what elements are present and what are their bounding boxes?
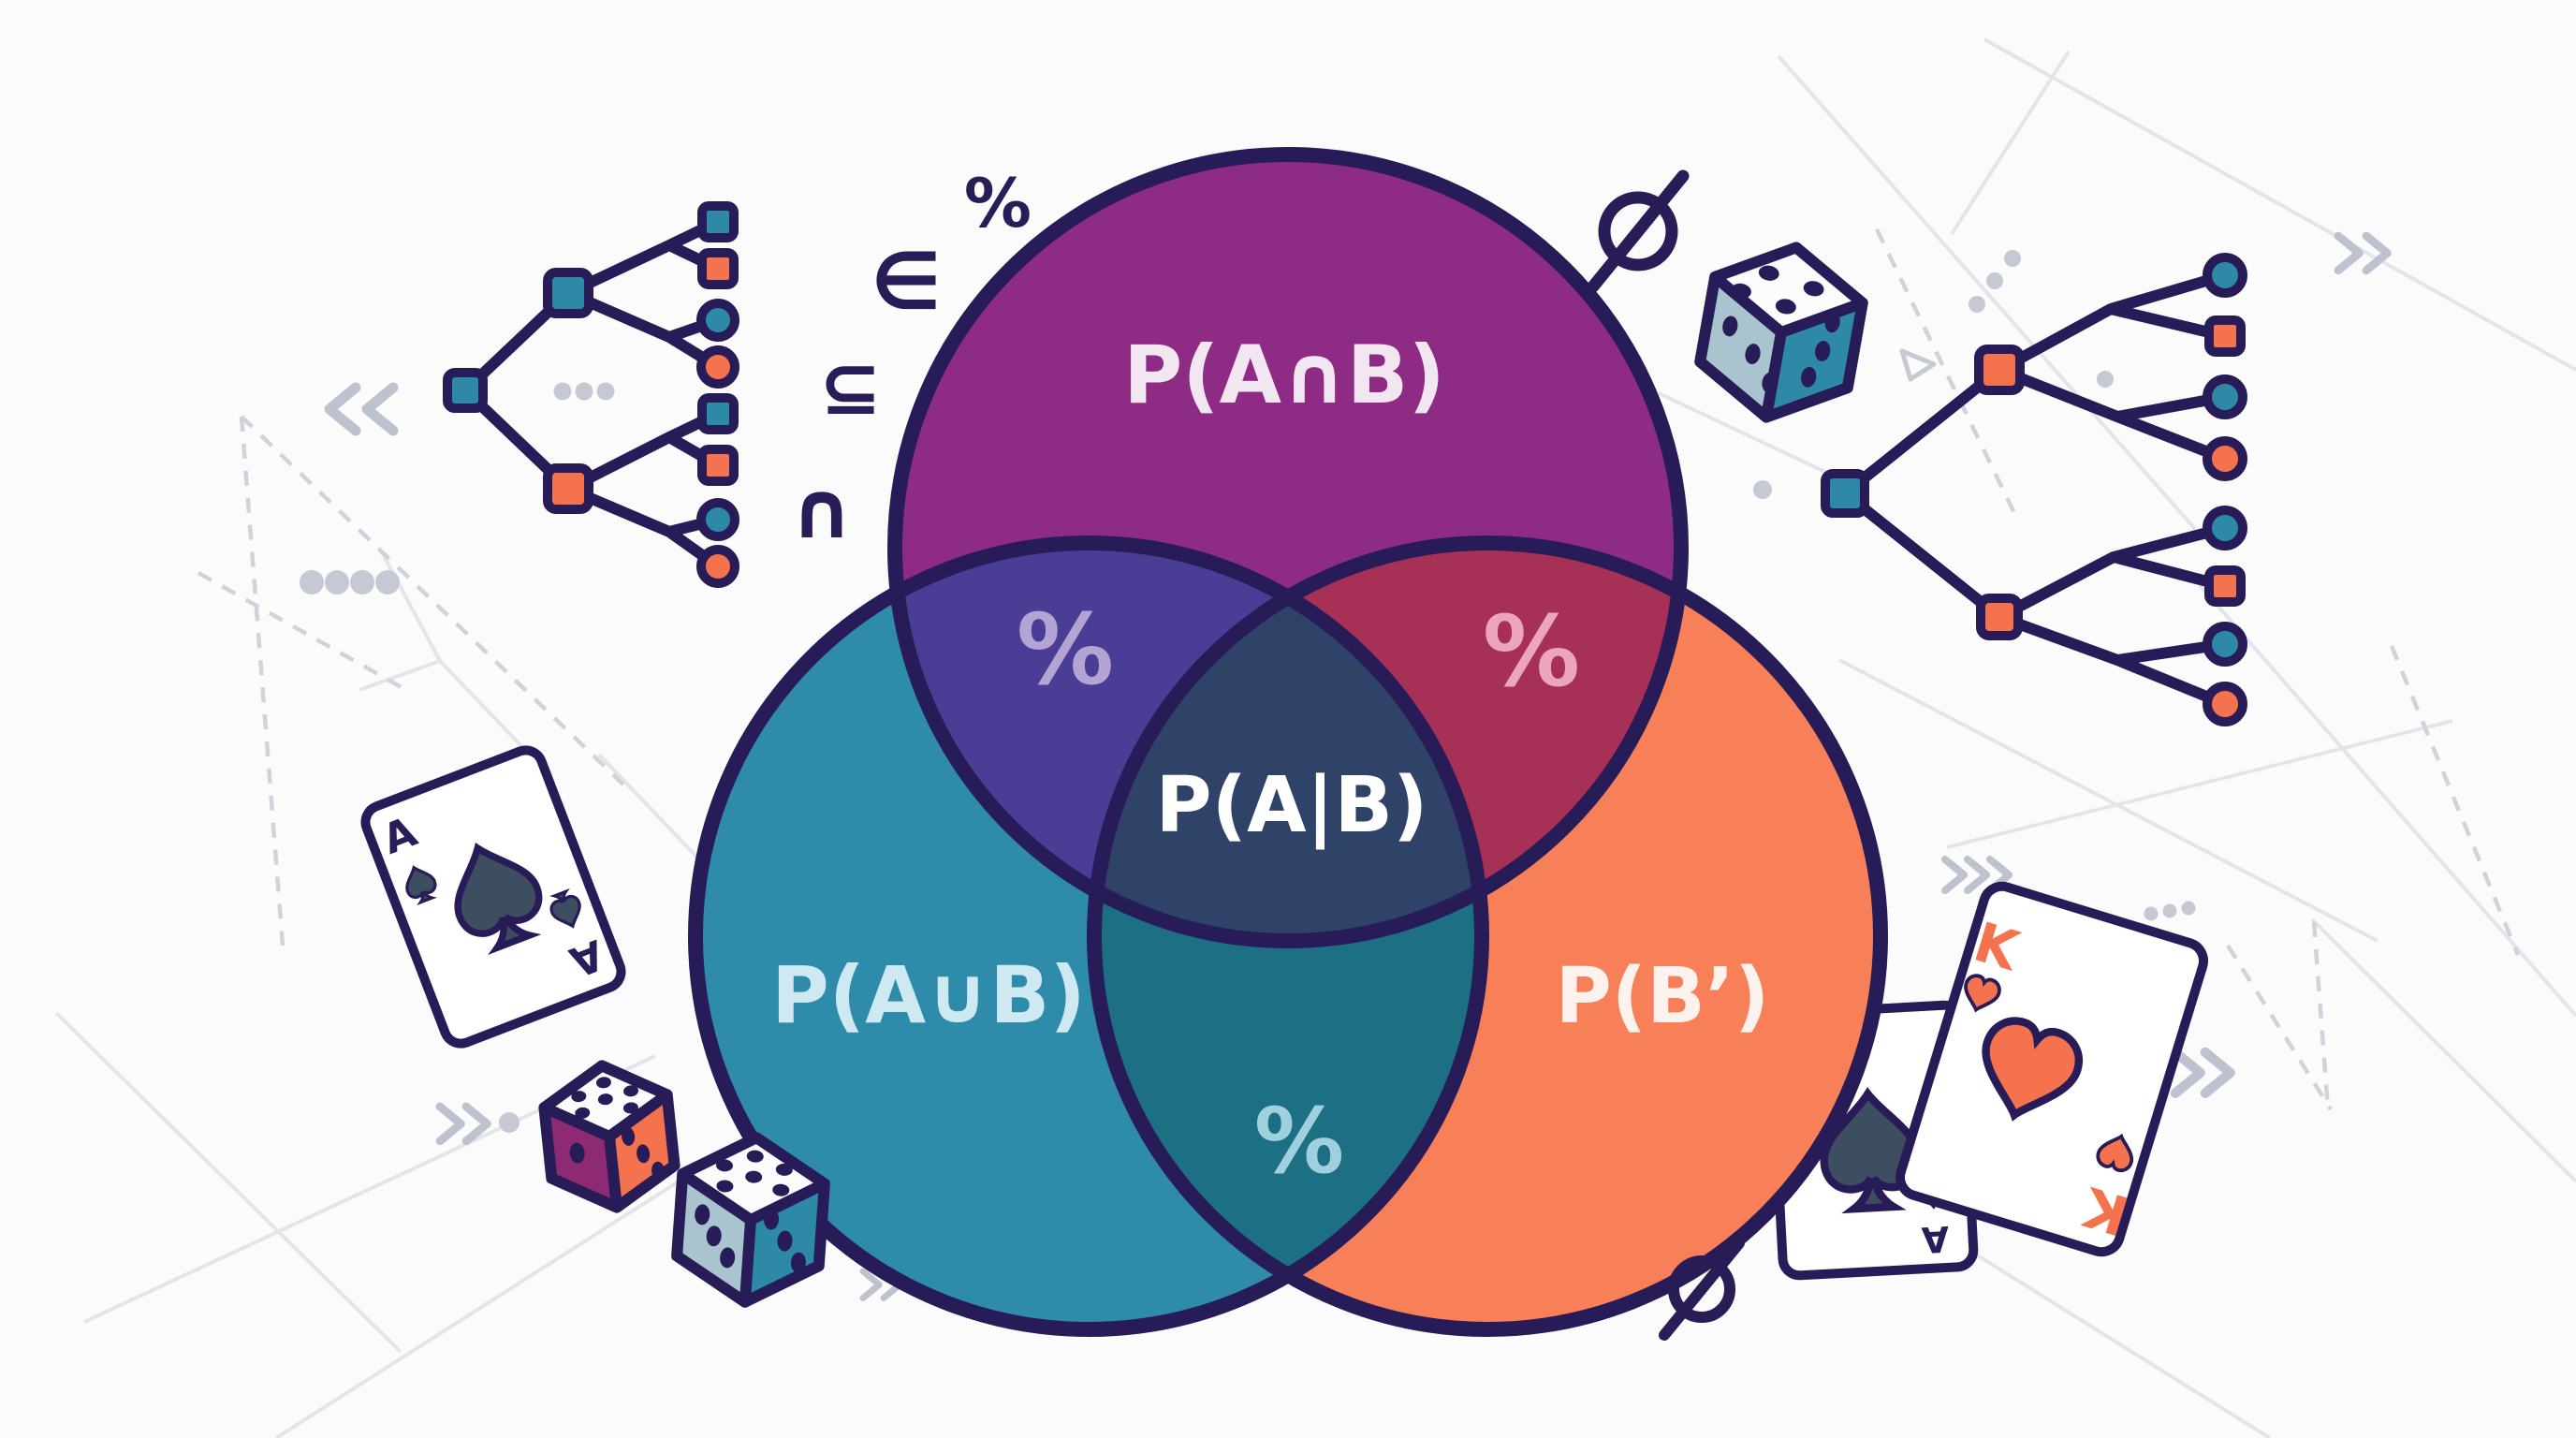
venn-overlap-center: [1094, 543, 1482, 941]
tree-node-square: [697, 248, 739, 289]
venn-label-left: P(A∪B): [771, 949, 1086, 1041]
probability-tree-right: [1821, 253, 2247, 726]
tree-node-square: [1976, 594, 2023, 640]
venn-outline-top: [887, 147, 1689, 948]
chevrons-left-icon: [329, 388, 393, 431]
dot-trio-diagonal: [1969, 250, 2021, 313]
tree-node-square: [543, 463, 593, 514]
percent-overlap-bottom: %: [1254, 1089, 1344, 1194]
venn-outline-left: [688, 536, 1489, 1337]
tree-node-square: [1974, 345, 2025, 395]
dice-top-right-icon: [1694, 242, 1868, 423]
tree-node-square: [697, 445, 739, 486]
probability-tree-left: [443, 201, 739, 588]
tree-node-square: [543, 268, 593, 318]
empty-set-icon: [1587, 169, 1690, 293]
tree-node-circle: [2203, 682, 2247, 726]
tree-node-circle: [2203, 622, 2247, 667]
tree-node-square: [697, 393, 739, 434]
tree-node-square: [1821, 469, 1869, 518]
dot-trio-right: [2144, 901, 2196, 921]
venn-label-top: P(A∩B): [1123, 329, 1445, 422]
ellipsis-dots: [553, 382, 615, 401]
tree-node-square: [2204, 315, 2246, 357]
percent-symbol: %: [964, 164, 1032, 242]
chevrons-right-card-icon: [2175, 1052, 2231, 1093]
ace-of-spades-card-left: A A: [360, 745, 626, 1049]
tree-node-square: [697, 201, 739, 242]
tree-node-circle: [2203, 436, 2247, 481]
tree-node-circle: [696, 498, 739, 541]
tree-node-square: [443, 368, 488, 413]
arrow-outline-icon: [1899, 348, 1937, 382]
king-of-hearts-card: K K: [1895, 881, 2208, 1257]
tree-node-circle: [2203, 253, 2247, 298]
dot-single: [499, 1112, 520, 1133]
tree-node-circle: [2203, 506, 2247, 550]
math-symbols: % ∈ ⊆ ∩: [790, 164, 1745, 1341]
tree-node-circle: [2203, 374, 2247, 419]
tree-node-circle: [696, 545, 739, 588]
tree-node-square: [2204, 565, 2246, 607]
dot-single: [2097, 371, 2114, 388]
dot-single: [1753, 480, 1772, 499]
dice-bottom-small-icon: [538, 1060, 681, 1213]
empty-set-icon: [1659, 1238, 1745, 1341]
venn-outline-right: [1087, 536, 1888, 1337]
venn-label-center: P(A|B): [1156, 761, 1428, 851]
tree-node-circle: [696, 345, 739, 389]
dice-bottom-large-icon: [671, 1132, 830, 1308]
percent-overlap-top-left: %: [1017, 593, 1114, 707]
dot-row: [300, 570, 400, 594]
card-rank: A: [1920, 1218, 1950, 1261]
subset-symbol: ⊆: [818, 345, 881, 432]
chevrons-top-right-icon: [2338, 236, 2387, 271]
percent-overlap-top-right: %: [1483, 594, 1580, 709]
tree-node-circle: [696, 299, 739, 342]
element-of-symbol: ∈: [871, 236, 941, 328]
intersection-symbol: ∩: [790, 464, 854, 556]
venn-diagram: P(A∩B) P(A|B) P(A∪B) P(B’) % % %: [688, 147, 1888, 1337]
venn-label-right: P(B’): [1556, 952, 1770, 1041]
background-network: [54, 37, 2576, 1438]
